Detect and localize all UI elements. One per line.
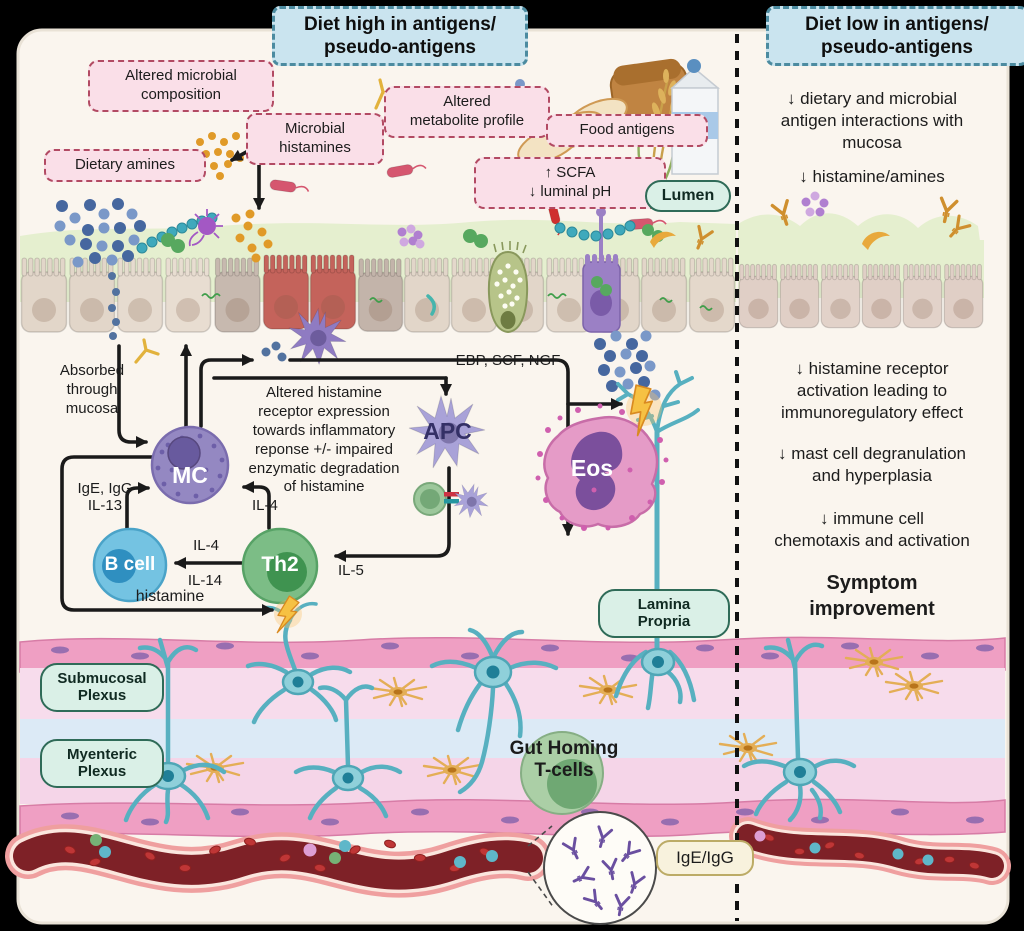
label-lamina-propria: Lamina Propria <box>598 589 730 638</box>
teal-microbe <box>426 294 436 316</box>
text-ige-igg-il13: IgE, IgG IL-13 <box>77 480 133 514</box>
goblet-cell <box>487 241 529 334</box>
label-dietary-amines: Dietary amines <box>44 149 206 182</box>
mast-cell <box>150 425 230 505</box>
lumen-microbes <box>120 149 714 296</box>
eosinophil <box>535 403 669 531</box>
neuron-right-panel <box>741 637 857 823</box>
epithelium-left <box>20 254 736 333</box>
b-cell <box>92 527 168 603</box>
label-ige-igg-vessel: IgE/IgG <box>656 840 754 876</box>
right-text-symptom-improvement: Symptom improvement <box>809 572 935 620</box>
text-histamine: histamine <box>135 588 205 605</box>
neuron-submucosal-2 <box>429 627 559 795</box>
text-il4-th2-mc: IL-4 <box>252 497 278 514</box>
muscle-nuclei <box>51 642 994 826</box>
gut-homing-label: Gut Homing T-cells <box>509 738 619 781</box>
label-food-antigens: Food antigens <box>546 114 708 147</box>
text-il5: IL-5 <box>338 562 364 579</box>
tcell-apc-pair <box>413 478 495 524</box>
eosinophil-label: Eos <box>570 455 614 481</box>
header-diet-low: Diet low in antigens/ pseudo-antigens <box>766 6 1024 67</box>
amine-blue-dots <box>54 79 661 401</box>
neuron-myenteric-2 <box>293 684 403 821</box>
blood-vessel-right <box>729 817 1011 885</box>
right-text-mast-degranulation: ↓ mast cell degranulation and hyperplasi… <box>777 444 967 486</box>
text-il14: IL-14 <box>187 572 223 589</box>
mast-cell-label: MC <box>172 462 208 488</box>
label-altered-metabolite: Altered metabolite profile <box>384 86 550 138</box>
vessel-magnifier <box>527 811 657 925</box>
right-text-receptor-activation: ↓ histamine receptor activation leading … <box>780 359 964 423</box>
right-text-chemotaxis: ↓ immune cell chemotaxis and activation <box>774 509 970 551</box>
label-myenteric-plexus: Myenteric Plexus <box>40 739 164 788</box>
text-il4-th2-bcell: IL-4 <box>193 537 219 554</box>
th2-cell-label: Th2 <box>261 553 299 576</box>
blood-cells-left <box>63 834 498 874</box>
flagellate-microbe <box>188 209 223 247</box>
label-microbial-histamines: Microbial histamines <box>246 113 384 165</box>
gut-homing-tcell <box>520 731 604 815</box>
b-cell-label: B cell <box>104 554 156 575</box>
label-scfa-ph: ↑ SCFA ↓ luminal pH <box>474 157 666 209</box>
label-lumen: Lumen <box>645 180 731 213</box>
translocating-bacteria <box>201 293 713 311</box>
text-ebp-scf-ngf: EBP, SCF, NGF <box>455 352 561 369</box>
right-lumen-items <box>770 191 972 250</box>
label-submucosal-plexus: Submucosal Plexus <box>40 663 164 712</box>
label-altered-microbial: Altered microbial composition <box>88 60 274 112</box>
apc-cell-label: APC <box>423 418 472 444</box>
blood-cells-right <box>754 830 981 871</box>
right-text-antigen-interactions: ↓ dietary and microbial antigen interact… <box>780 89 964 153</box>
activation-bolts <box>274 381 662 636</box>
th2-cell <box>241 527 319 605</box>
blood-vessel-left <box>5 824 551 898</box>
text-receptor-note: Altered histamine receptor expression to… <box>248 384 400 496</box>
header-diet-high: Diet high in antigens/ pseudo-antigens <box>272 6 528 67</box>
right-text-histamine-amines: ↓ histamine/amines <box>799 167 945 186</box>
crescent-microbe <box>650 231 676 248</box>
text-absorbed-mucosa: Absorbed through mucosa <box>59 362 125 417</box>
